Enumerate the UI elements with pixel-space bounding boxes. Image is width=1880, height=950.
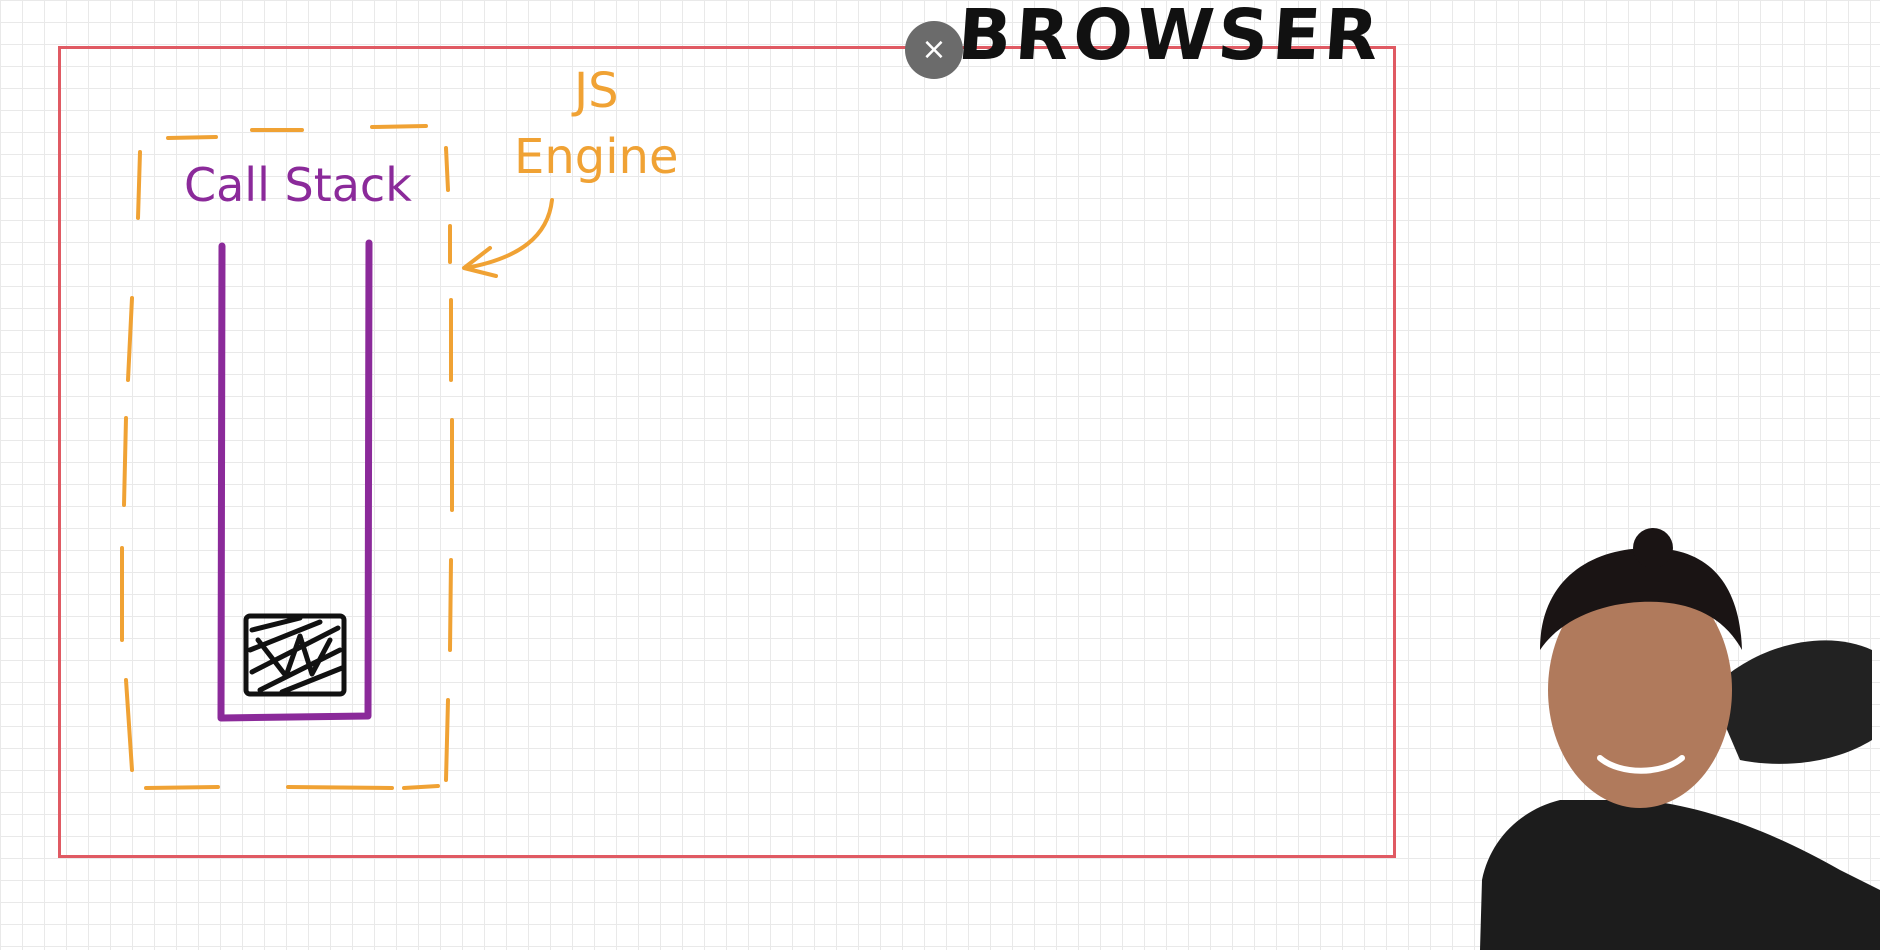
curved-arrow-icon (464, 198, 554, 270)
arrow-head (462, 246, 498, 278)
close-button[interactable]: × (905, 21, 963, 79)
call-stack-container (217, 239, 373, 722)
browser-box (58, 46, 1396, 858)
scribbled-block-icon (243, 613, 347, 697)
presenter-avatar (1480, 528, 1880, 950)
js-engine-label: JS Engine (514, 58, 679, 190)
js-engine-container (120, 124, 454, 790)
call-stack-label: Call Stack (184, 158, 412, 212)
js-engine-label-line1: JS (573, 63, 619, 119)
js-engine-label-line2: Engine (514, 129, 679, 185)
close-icon[interactable]: × (921, 32, 947, 67)
